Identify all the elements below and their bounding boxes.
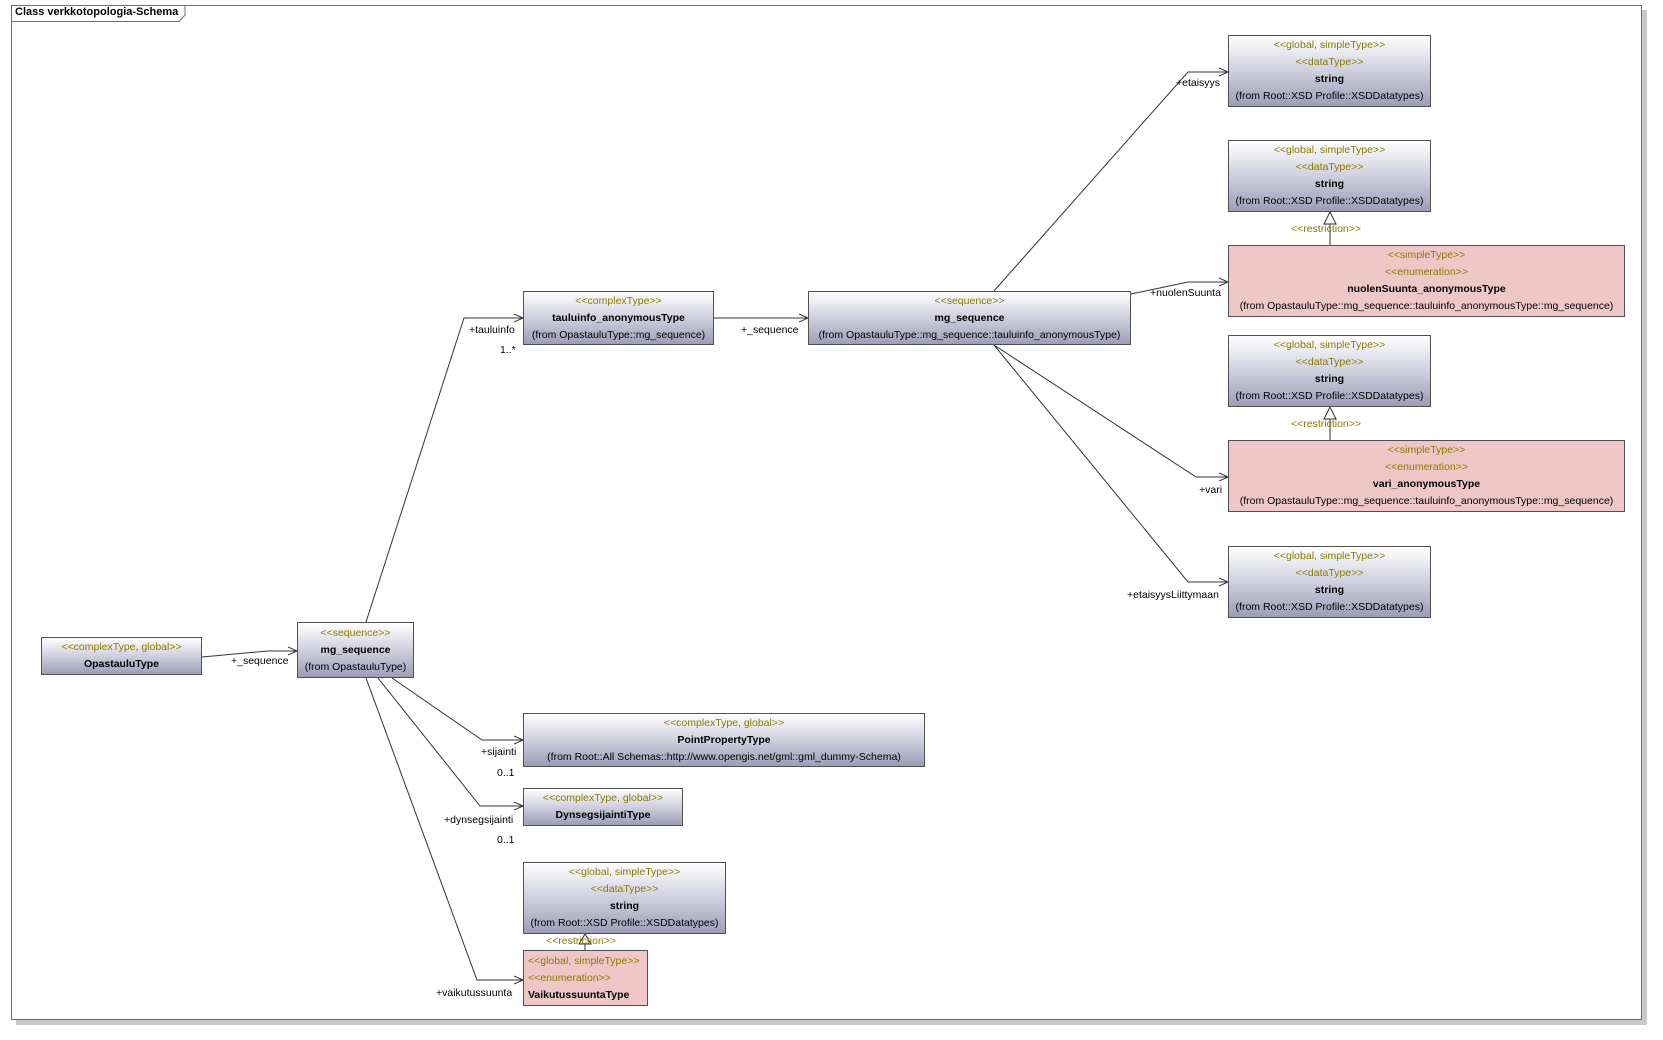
stereotype-label: <<global, simpleType>>: [568, 866, 681, 878]
enum-vaikutussuuntatype[interactable]: <<global, simpleType>> <<enumeration>> V…: [523, 950, 648, 1006]
role-label-sequence-1: +_sequence: [231, 655, 289, 667]
class-name: nuolenSuunta_anonymousType: [1347, 283, 1506, 295]
stereotype-label: <<global, simpleType>>: [1273, 144, 1386, 156]
generalization-arrow-2: [1323, 405, 1337, 420]
link-mgseq1-dynseg: [377, 677, 523, 806]
origin-label: (from Root::XSD Profile::XSDDatatypes): [1235, 90, 1424, 102]
role-label-tauluinfo: +tauluinfo: [469, 324, 515, 336]
stereotype-label: <<enumeration>>: [1385, 266, 1468, 278]
class-name: string: [1314, 373, 1345, 385]
multiplicity-tauluinfo: 1..*: [500, 344, 516, 356]
stereotype-label: <<simpleType>>: [1387, 249, 1466, 261]
stereotype-label: <<dataType>>: [1295, 56, 1364, 68]
class-pointpropertytype[interactable]: <<complexType, global>> PointPropertyTyp…: [523, 713, 925, 767]
restriction-label-nuolen: <<restriction>>: [1291, 223, 1362, 235]
origin-label: (from Root::XSD Profile::XSDDatatypes): [1235, 195, 1424, 207]
link-mgseq1-point: [391, 677, 523, 740]
link-mgseq1-vaikutus: [365, 677, 523, 980]
link-opastaulu-mgseq1: [201, 651, 297, 658]
stereotype-label: <<global, simpleType>>: [1273, 550, 1386, 562]
class-name: string: [1314, 178, 1345, 190]
restriction-label-vari: <<restriction>>: [1291, 418, 1362, 430]
class-name: VaikutussuuntaType: [528, 988, 630, 1001]
datatype-string-etaisyysliittymaan[interactable]: <<global, simpleType>> <<dataType>> stri…: [1228, 546, 1431, 618]
origin-label: (from Root::XSD Profile::XSDDatatypes): [1235, 390, 1424, 402]
link-mgseq2-vari: [993, 344, 1228, 477]
frame-title: Class verkkotopologia-Schema: [15, 6, 179, 18]
stereotype-label: <<enumeration>>: [528, 971, 611, 984]
stereotype-label: <<complexType, global>>: [61, 641, 182, 653]
role-label-nuolensuunta: +nuolenSuunta: [1150, 287, 1221, 299]
stereotype-label: <<sequence>>: [320, 626, 391, 639]
datatype-string-nuolen[interactable]: <<global, simpleType>> <<dataType>> stri…: [1228, 140, 1431, 212]
stereotype-label: <<global, simpleType>>: [1273, 39, 1386, 51]
datatype-string-etaisyys[interactable]: <<global, simpleType>> <<dataType>> stri…: [1228, 35, 1431, 107]
stereotype-label: <<complexType>>: [575, 294, 662, 307]
stereotype-label: <<dataType>>: [1295, 567, 1364, 579]
enum-nuolensuunta-anonymoustype[interactable]: <<simpleType>> <<enumeration>> nuolenSuu…: [1228, 245, 1625, 317]
generalization-arrow-3: [578, 933, 592, 945]
role-label-sequence-2: +_sequence: [741, 324, 799, 336]
stereotype-label: <<dataType>>: [590, 883, 659, 895]
origin-label: (from Root::XSD Profile::XSDDatatypes): [530, 917, 719, 929]
stereotype-label: <<global, simpleType>>: [528, 954, 640, 967]
link-mgseq2-nuolen: [1130, 282, 1228, 295]
origin-label: (from Root::XSD Profile::XSDDatatypes): [1235, 601, 1424, 613]
class-name: tauluinfo_anonymousType: [552, 311, 685, 324]
stereotype-label: <<sequence>>: [934, 294, 1005, 307]
stereotype-label: <<enumeration>>: [1385, 461, 1468, 473]
generalization-arrow-1: [1323, 210, 1337, 225]
class-dynsegsijaintitype[interactable]: <<complexType, global>> DynsegsijaintiTy…: [523, 788, 683, 826]
role-label-sijainti: +sijainti: [481, 746, 517, 758]
stereotype-label: <<complexType, global>>: [663, 716, 785, 729]
class-name: PointPropertyType: [677, 733, 771, 746]
stereotype-label: <<dataType>>: [1295, 161, 1364, 173]
role-label-vari: +vari: [1199, 484, 1223, 496]
stereotype-label: <<complexType, global>>: [542, 792, 664, 804]
class-name: mg_sequence: [934, 311, 1005, 324]
class-mg-sequence-tauluinfo[interactable]: <<sequence>> mg_sequence (from Opastaulu…: [808, 291, 1131, 345]
role-label-etaisyys: +etaisyys: [1176, 77, 1221, 89]
datatype-string-vaikutus[interactable]: <<global, simpleType>> <<dataType>> stri…: [523, 862, 726, 934]
role-label-dynsegsijainti: +dynsegsijainti: [444, 814, 514, 826]
link-mgseq1-tauluinfo: [365, 318, 523, 623]
datatype-string-vari[interactable]: <<global, simpleType>> <<dataType>> stri…: [1228, 335, 1431, 407]
origin-label: (from OpastauluType::mg_sequence::taului…: [818, 328, 1121, 341]
stereotype-label: <<global, simpleType>>: [1273, 339, 1386, 351]
stereotype-label: <<simpleType>>: [1387, 444, 1466, 456]
origin-label: (from OpastauluType::mg_sequence): [531, 328, 706, 341]
role-label-etaisyysliittymaan: +etaisyysLiittymaan: [1127, 589, 1219, 601]
class-opastaulutype[interactable]: <<complexType, global>> OpastauluType: [41, 637, 202, 675]
restriction-label-vaikutus: <<restriction>>: [546, 935, 617, 947]
multiplicity-dynsegsijainti: 0..1: [497, 834, 515, 846]
multiplicity-sijainti: 0..1: [497, 767, 515, 779]
link-mgseq2-string4: [993, 344, 1228, 582]
class-name: string: [1314, 584, 1345, 596]
class-name: OpastauluType: [83, 658, 160, 670]
role-label-vaikutussuunta: +vaikutussuunta: [436, 987, 513, 999]
frame-tab: [11, 5, 186, 22]
origin-label: (from OpastauluType): [304, 660, 407, 673]
class-name: DynsegsijaintiType: [555, 809, 651, 821]
origin-label: (from OpastauluType::mg_sequence::taului…: [1239, 300, 1614, 312]
class-name: vari_anonymousType: [1372, 478, 1481, 490]
class-mg-sequence-root[interactable]: <<sequence>> mg_sequence (from Opastaulu…: [297, 622, 414, 678]
class-name: string: [609, 900, 640, 912]
enum-vari-anonymoustype[interactable]: <<simpleType>> <<enumeration>> vari_anon…: [1228, 440, 1625, 512]
class-name: mg_sequence: [320, 643, 391, 656]
class-tauluinfo-anonymoustype[interactable]: <<complexType>> tauluinfo_anonymousType …: [523, 291, 714, 345]
link-mgseq2-string1: [993, 72, 1228, 292]
class-name: string: [1314, 73, 1345, 85]
stereotype-label: <<dataType>>: [1295, 356, 1364, 368]
origin-label: (from OpastauluType::mg_sequence::taului…: [1239, 495, 1614, 507]
origin-label: (from Root::All Schemas::http://www.open…: [547, 750, 901, 763]
